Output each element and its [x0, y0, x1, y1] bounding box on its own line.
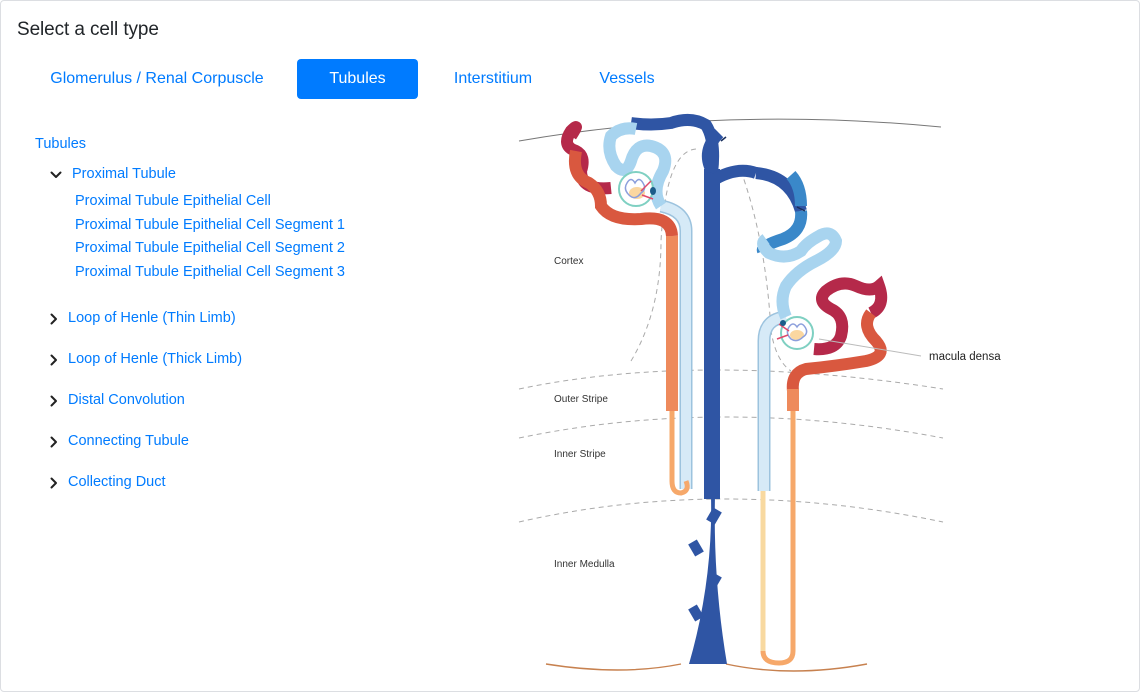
right-proximal-s3[interactable]: [787, 389, 799, 411]
right-proximal-straight-tubule[interactable]: [786, 309, 887, 392]
chevron-right-icon[interactable]: [47, 476, 61, 490]
category-tabs: Glomerulus / Renal Corpuscle Tubules Int…: [32, 59, 686, 99]
right-distal-convoluted-tubule[interactable]: [757, 227, 843, 320]
right-proximal-convoluted-tubule[interactable]: [813, 275, 888, 356]
tab-glomerulus[interactable]: Glomerulus / Renal Corpuscle: [50, 70, 264, 87]
left-distal-convoluted-tubule[interactable]: [603, 122, 672, 210]
zone-label-inner-medulla: Inner Medulla: [554, 559, 615, 570]
left-thick-ascending-limb[interactable]: [659, 201, 691, 489]
chevron-right-icon[interactable]: [47, 394, 61, 408]
chevron-right-icon[interactable]: [47, 435, 61, 449]
right-thin-descending-limb[interactable]: [760, 411, 796, 666]
tree-node-connecting-tubule[interactable]: Connecting Tubule: [68, 433, 189, 449]
macula-densa-label: macula densa: [929, 351, 1001, 363]
macula-densa-leader: [818, 338, 922, 357]
tree-node-proximal-tubule[interactable]: Proximal Tubule: [72, 166, 176, 182]
zone-label-outer-stripe: Outer Stripe: [554, 394, 608, 405]
tree-node-distal-convolution[interactable]: Distal Convolution: [68, 392, 185, 408]
tree-node-loop-thin-limb[interactable]: Loop of Henle (Thin Limb): [68, 310, 236, 326]
left-proximal-s3[interactable]: [666, 236, 678, 411]
tree-leaf-pt-segment-1[interactable]: Proximal Tubule Epithelial Cell Segment …: [75, 217, 345, 233]
tree-leaf-pt-segment-2[interactable]: Proximal Tubule Epithelial Cell Segment …: [75, 240, 345, 256]
medullary-ray-outline: [630, 148, 792, 372]
tree-leaf-pt-epithelial-cell[interactable]: Proximal Tubule Epithelial Cell: [75, 193, 271, 209]
tab-vessels[interactable]: Vessels: [599, 70, 655, 87]
tree-node-loop-thick-limb[interactable]: Loop of Henle (Thick Limb): [68, 351, 243, 367]
zone-label-inner-stripe: Inner Stripe: [554, 449, 606, 460]
right-thick-ascending-limb[interactable]: [759, 312, 787, 491]
left-proximal-straight-tubule[interactable]: [568, 149, 678, 237]
chevron-right-icon[interactable]: [47, 312, 61, 326]
chevron-right-icon[interactable]: [47, 353, 61, 367]
left-thin-limb[interactable]: [669, 411, 690, 496]
tree-root-tubules[interactable]: Tubules: [35, 136, 87, 152]
zone-boundary-inner-stripe: [518, 498, 944, 523]
zone-label-cortex: Cortex: [554, 256, 583, 267]
left-glomerulus[interactable]: [618, 171, 656, 207]
nephron-diagram: Cortex Outer Stripe Inner Stripe Inner M…: [518, 114, 1001, 672]
papilla-line: [545, 663, 868, 672]
tree-node-collecting-duct[interactable]: Collecting Duct: [68, 474, 166, 490]
right-glomerulus[interactable]: [776, 316, 814, 350]
tree-leaf-pt-segment-3[interactable]: Proximal Tubule Epithelial Cell Segment …: [75, 264, 345, 280]
zone-boundary-cortex: [518, 369, 944, 390]
tab-interstitium[interactable]: Interstitium: [453, 70, 533, 87]
zone-boundary-outer-stripe: [518, 416, 944, 439]
chevron-down-icon[interactable]: [49, 168, 63, 182]
tab-tubules[interactable]: Tubules: [297, 59, 418, 99]
capsule-line: [518, 118, 942, 142]
collecting-duct[interactable]: [630, 114, 758, 664]
page-title: Select a cell type: [17, 19, 159, 40]
